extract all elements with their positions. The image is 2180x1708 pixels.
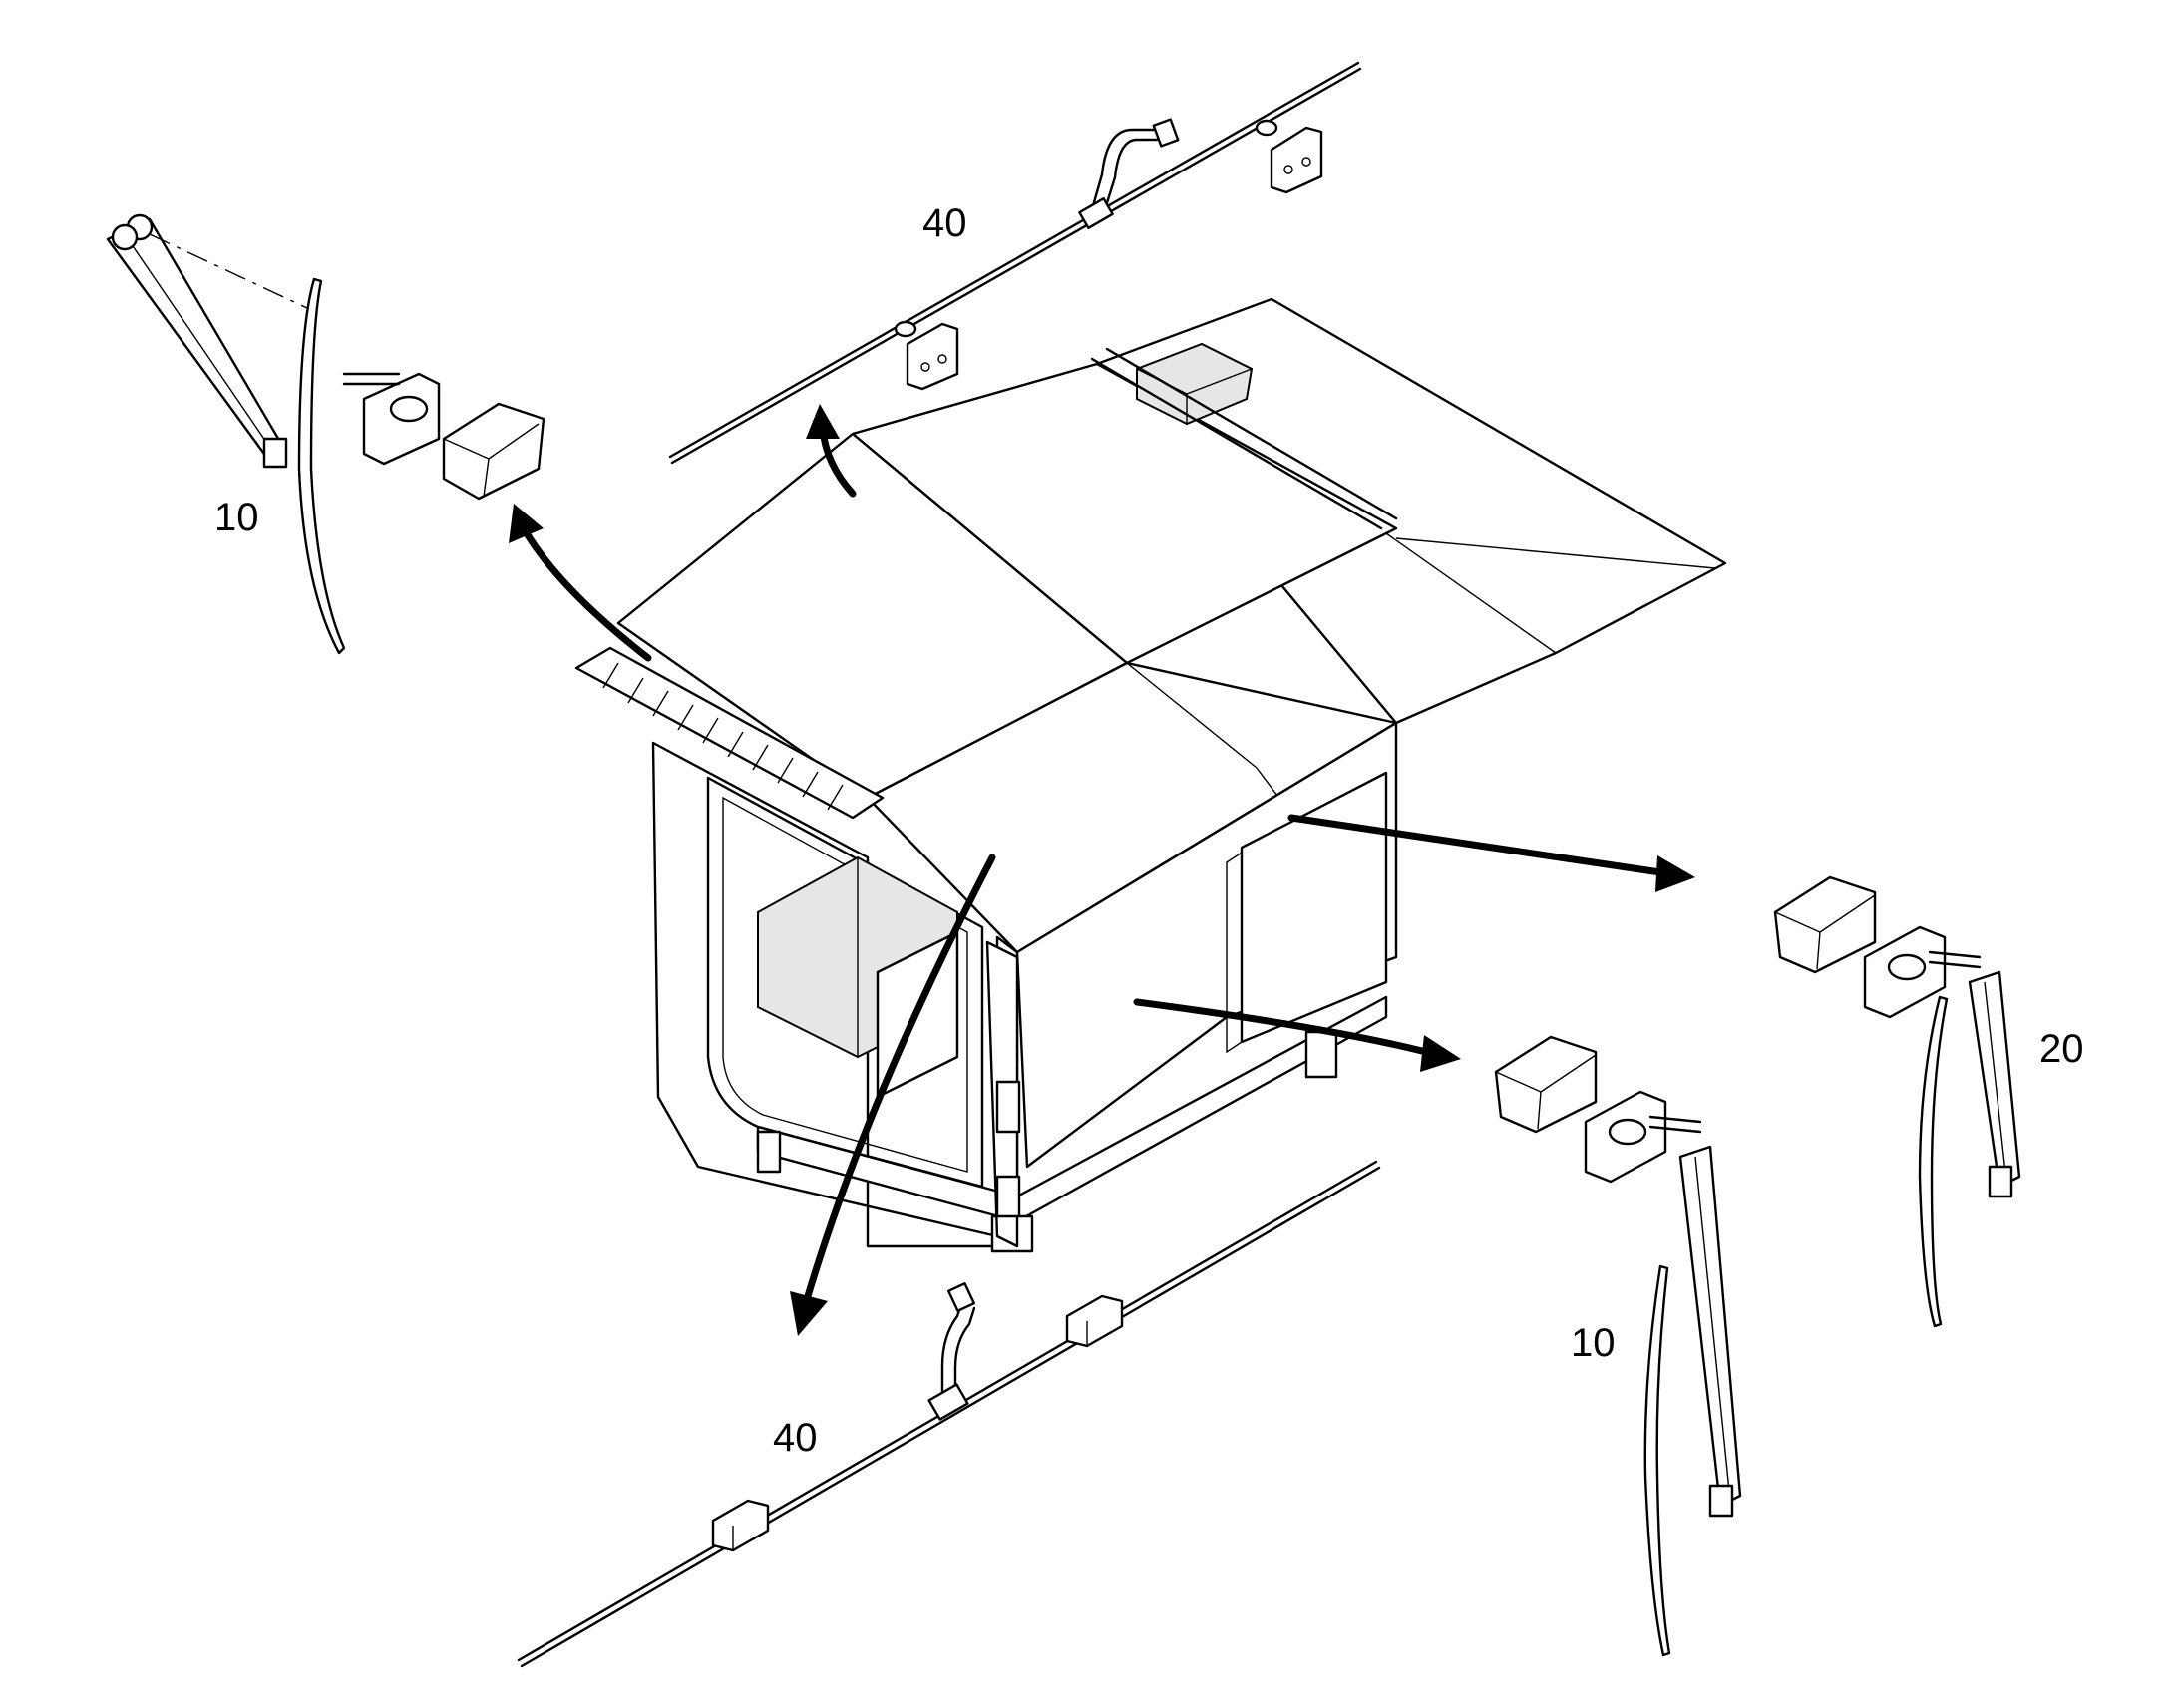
roof-box <box>1136 342 1254 426</box>
callout-front-wiper: 10 <box>1571 1321 1616 1365</box>
callout-bottom-rod: 40 <box>773 1416 818 1460</box>
right-wiper-motor <box>1863 925 1982 1019</box>
right-motor-cover <box>1773 875 1877 974</box>
cab-assembly <box>574 297 1727 1253</box>
left-motor-cover <box>442 402 545 501</box>
arrow-to-right-cover <box>1287 814 1664 876</box>
bottom-rod-bracket <box>711 1499 770 1552</box>
front-wiper-motor <box>1584 1090 1702 1184</box>
callout-top-rod: 40 <box>922 201 967 245</box>
cab-foot <box>1304 1030 1338 1079</box>
callout-left-wiper: 10 <box>214 496 259 539</box>
front-wiper-blade <box>1643 1264 1671 1657</box>
top-rod-bracket <box>1255 119 1323 194</box>
arrow-to-left-cover <box>520 524 652 662</box>
top-rod-assembly <box>668 61 1362 465</box>
right-wiper-assembly <box>1773 875 2021 1328</box>
callout-right-wiper: 20 <box>2039 1027 2084 1071</box>
top-rod-hose <box>1090 128 1159 211</box>
left-wiper-motor <box>342 372 441 466</box>
arrow-to-bottom-rod <box>804 854 996 1300</box>
direction-arrows <box>509 404 1695 1336</box>
right-wiper-blade <box>1918 995 1949 1328</box>
left-wiper-assembly <box>106 213 545 655</box>
arrow-to-front-cover <box>1133 998 1430 1056</box>
left-wiper-blade <box>297 277 346 655</box>
bottom-rod-hose <box>940 1299 964 1403</box>
front-wiper-arm <box>1678 1145 1742 1508</box>
cab-foot <box>756 1130 782 1174</box>
bottom-rod-assembly <box>517 1160 1381 1668</box>
roof-grille-rail <box>574 646 885 820</box>
grille-slats <box>602 662 844 811</box>
top-rod-bracket <box>894 320 959 391</box>
front-motor-cover <box>1494 1035 1598 1134</box>
roof-rear-panel <box>1095 297 1727 725</box>
right-wiper-arm <box>1968 970 2021 1189</box>
bottom-rod-bracket <box>1065 1294 1124 1348</box>
top-rod <box>668 61 1360 459</box>
front-wiper-assembly <box>1494 1035 1742 1657</box>
